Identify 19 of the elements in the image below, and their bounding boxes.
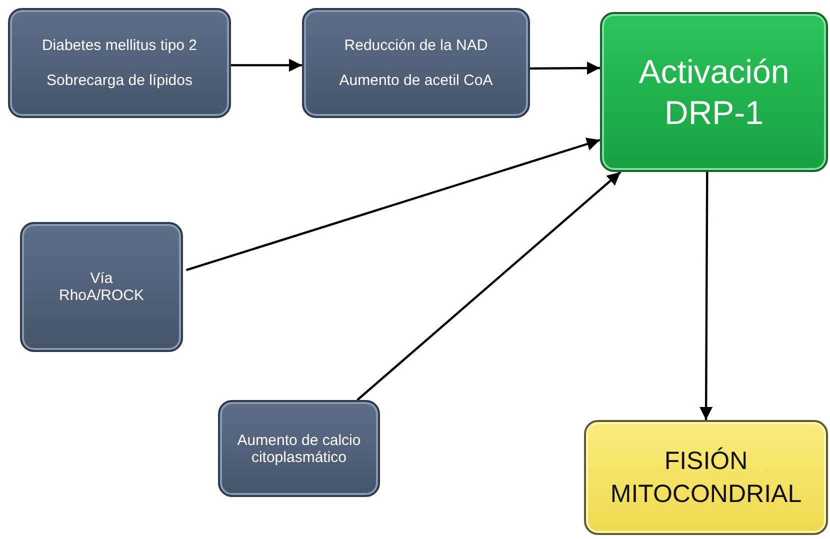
node-text: Sobrecarga de lípidos (46, 72, 194, 89)
node-text: Activación DRP-1 (638, 52, 790, 133)
node-text: FISIÓN MITOCONDRIAL (609, 446, 803, 510)
process-box (8, 8, 231, 118)
arrow (231, 58, 302, 72)
node-text: Aumento de acetil CoA (338, 72, 494, 89)
node-text: Reducción de la NAD (343, 37, 489, 54)
process-box (218, 400, 380, 497)
activation-box (600, 12, 828, 172)
arrow (186, 138, 600, 272)
arrow (530, 62, 600, 75)
process-box (20, 222, 183, 352)
arrow (356, 171, 622, 401)
process-box (302, 8, 530, 118)
arrow (699, 172, 713, 420)
node-text: Diabetes mellitus tipo 2 (40, 37, 198, 54)
node-text: Vía RhoA/ROCK (58, 270, 146, 304)
result-box (584, 420, 828, 535)
node-text: Aumento de calcio citoplasmático (236, 432, 362, 466)
